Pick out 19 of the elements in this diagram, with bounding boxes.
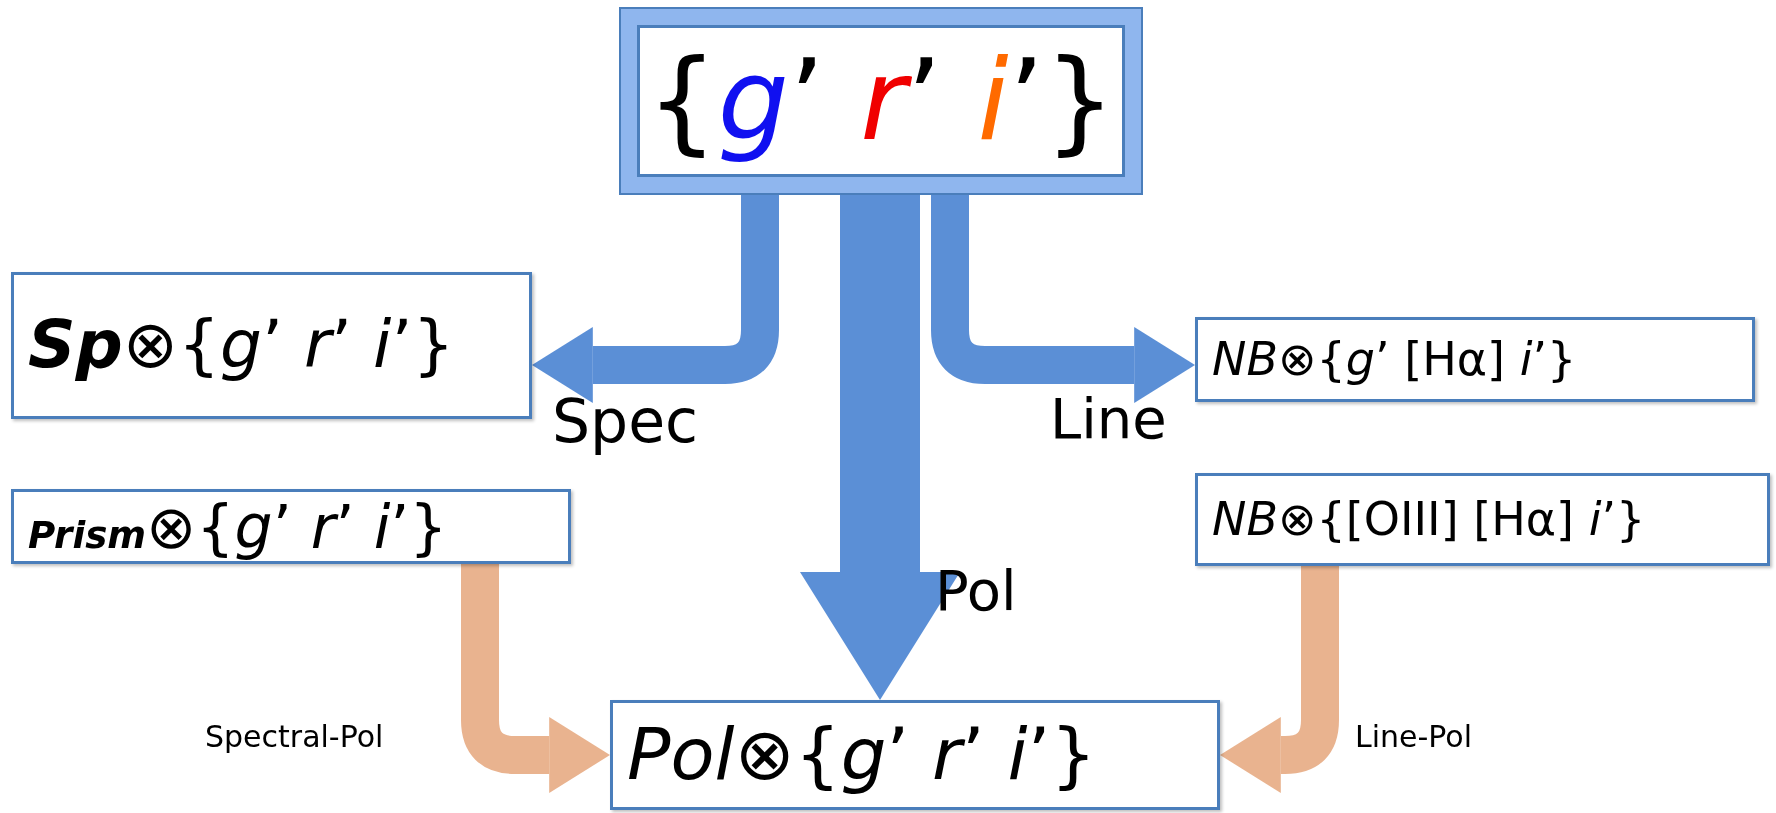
mode-box (11, 272, 532, 419)
mode-box (610, 700, 1220, 810)
formula-text: Sp⊗{g’ r’ i’} (28, 309, 455, 382)
mode-box (1195, 317, 1755, 402)
edge-label: Line (1050, 388, 1167, 450)
edge-label: Line-Pol (1355, 720, 1473, 753)
edge-label: Spectral-Pol (205, 720, 384, 753)
formula-text: NB⊗{g’ [Hα] i’} (1212, 334, 1577, 385)
band-set-box (621, 9, 1141, 193)
edge-label: Spec (552, 388, 699, 454)
formula-text: NB⊗{[OIII] [Hα] i’} (1212, 494, 1646, 545)
mode-box (11, 489, 571, 564)
formula-text: {g’ r’ i’} (646, 39, 1116, 163)
block-arrow (532, 193, 779, 403)
formula-text: Pol⊗{g’ r’ i’} (627, 715, 1097, 795)
formula-text: Prism⊗{g’ r’ i’} (28, 493, 448, 560)
block-arrow (461, 564, 610, 793)
edge-label: Pol (935, 560, 1017, 622)
mode-box (1195, 473, 1770, 566)
